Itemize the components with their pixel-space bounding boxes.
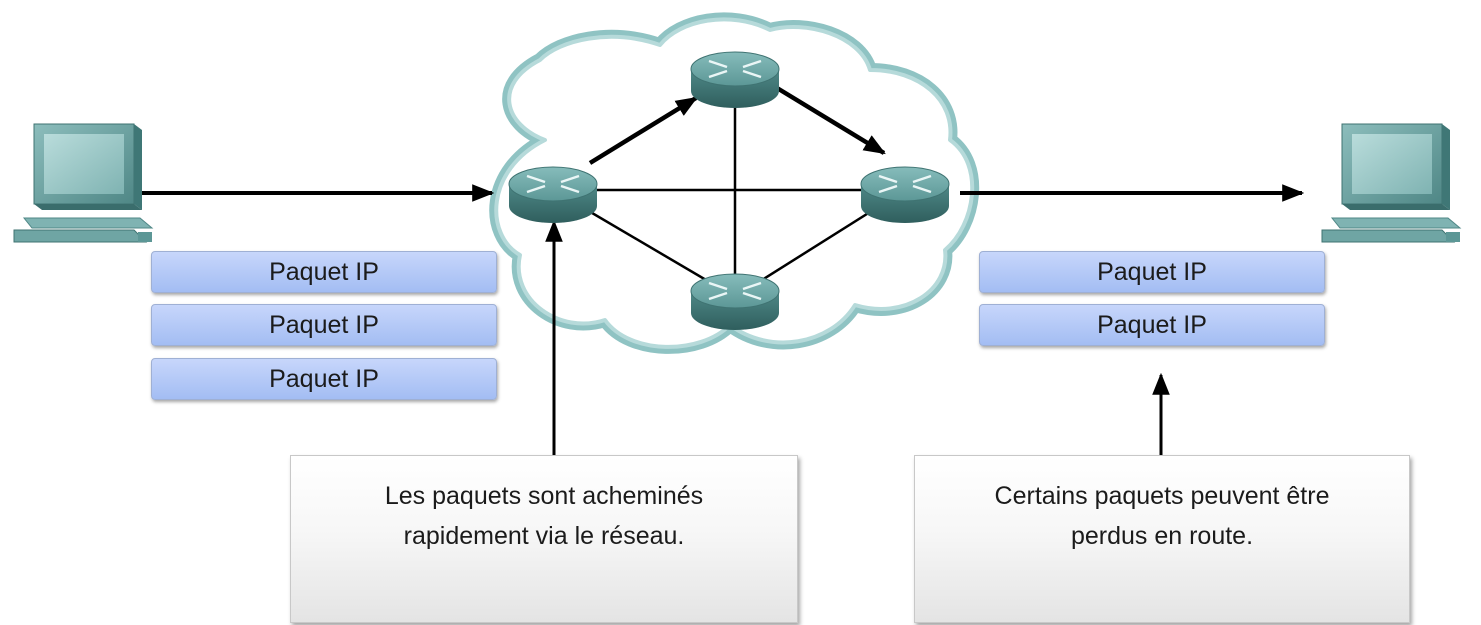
callout-right: Certains paquets peuvent être perdus en … [914, 455, 1410, 623]
callout-right-line-2: perdus en route. [1070, 522, 1254, 550]
source-packet-3: Paquet IP [151, 358, 497, 400]
callout-left-line-1: Les paquets sont acheminés [384, 482, 704, 510]
source-packet-2: Paquet IP [151, 304, 497, 346]
callout-left-line-2: rapidement via le réseau. [403, 522, 685, 550]
callout-left: Les paquets sont acheminés rapidement vi… [290, 455, 798, 623]
routers [508, 51, 950, 330]
router-bottom-icon [690, 273, 780, 330]
source-computer-icon [13, 123, 154, 243]
destination-packet-2: Paquet IP [979, 304, 1325, 346]
destination-packet-1: Paquet IP [979, 251, 1325, 293]
packet-path [588, 86, 886, 165]
callout-right-line-1: Certains paquets peuvent être [994, 482, 1330, 510]
destination-computer-icon [1321, 123, 1462, 243]
router-top-icon [690, 51, 780, 108]
router-left-icon [508, 166, 598, 223]
source-packet-1: Paquet IP [151, 251, 497, 293]
router-right-icon [860, 166, 950, 223]
